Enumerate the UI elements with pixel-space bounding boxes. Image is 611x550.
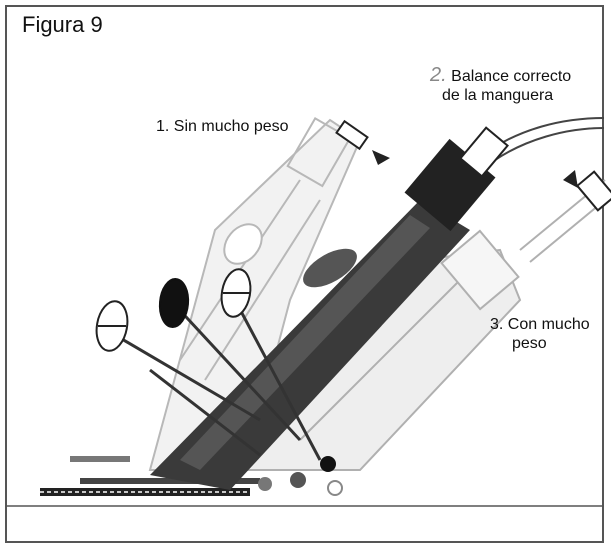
label-balance-correcto: 2. Balance correcto de la manguera [430, 64, 572, 105]
label-balance-number: 2. [430, 64, 447, 86]
label-con-mucho-peso-line2: peso [512, 335, 547, 352]
label-sin-mucho-peso: 1. Sin mucho peso [156, 118, 289, 135]
label-con-mucho-peso: 3. Con mucho peso [490, 315, 590, 353]
figure-title: Figura 9 [22, 12, 103, 37]
arrow-position-3 [563, 170, 611, 212]
arrow-position-1 [335, 119, 390, 165]
cleaner-base [40, 456, 260, 496]
cleaner-position-2 [150, 126, 509, 490]
flap-white-left [95, 300, 129, 352]
flap-black [158, 278, 190, 328]
cleaner-arms [114, 299, 322, 461]
label-con-mucho-peso-line1: 3. Con mucho [490, 316, 590, 333]
figure-border [5, 5, 604, 543]
flap-white-right [220, 268, 252, 318]
label-balance-line2: de la manguera [442, 87, 554, 104]
label-balance-line1: Balance correcto [451, 68, 572, 85]
base-weights [258, 456, 343, 496]
hose [489, 117, 605, 161]
